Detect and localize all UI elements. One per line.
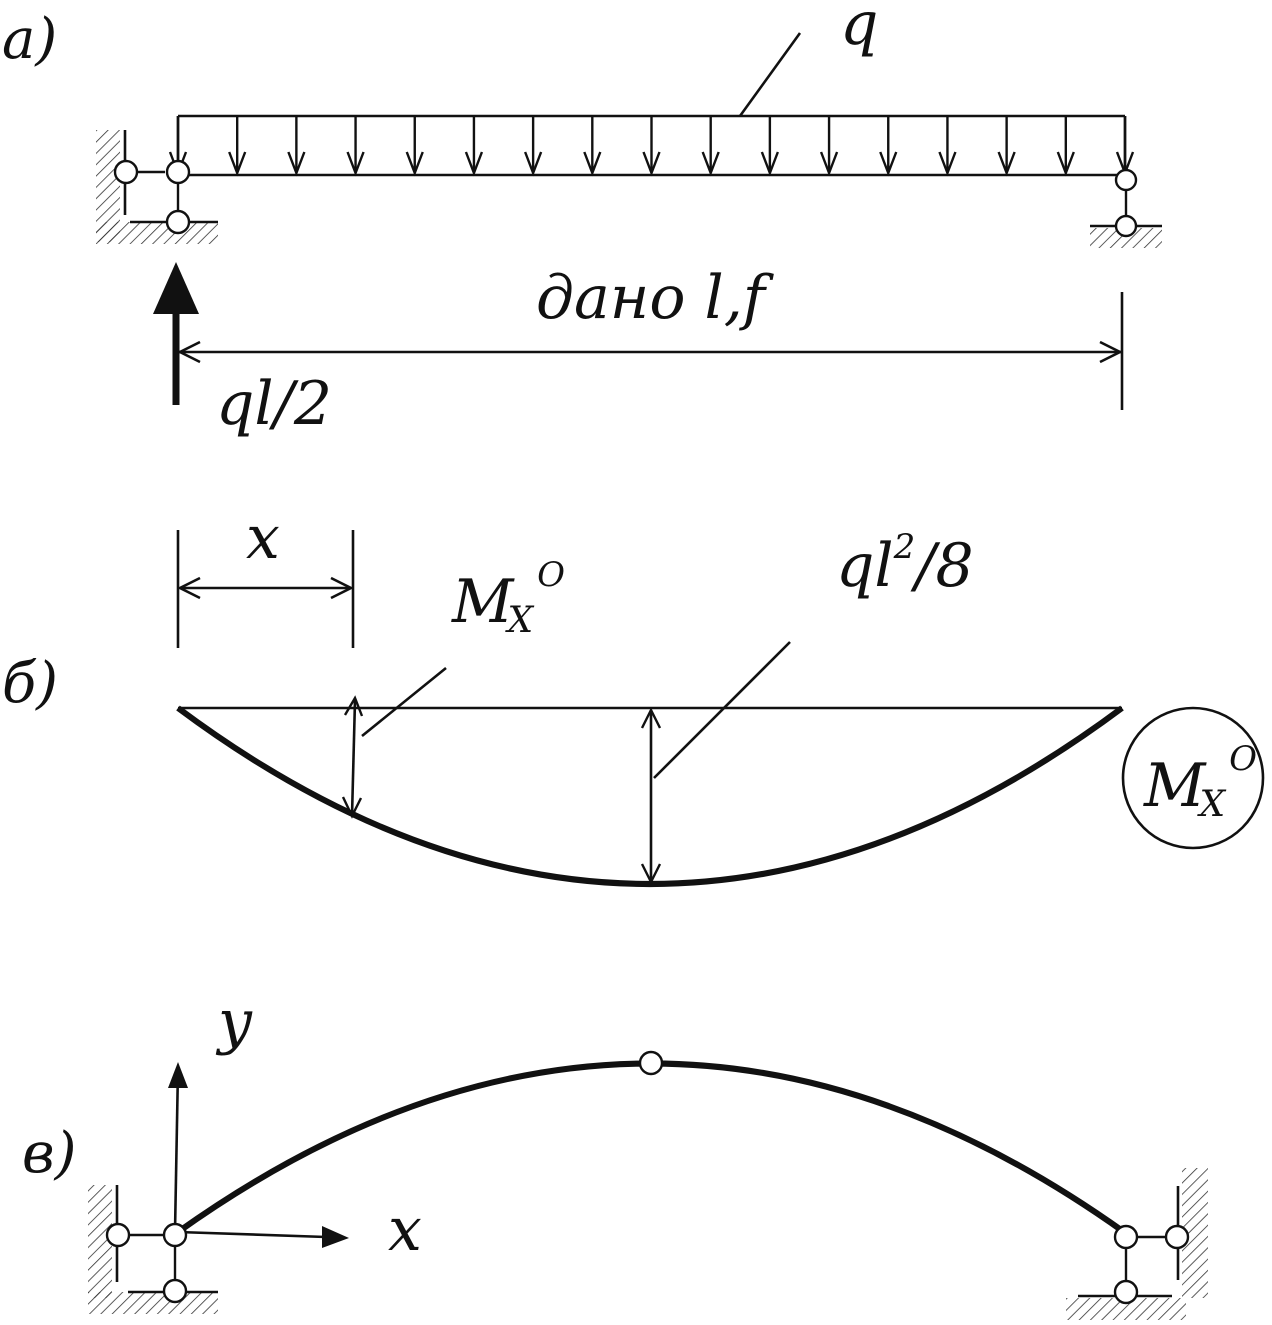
moment-sub: X — [504, 600, 534, 641]
load-arrows — [168, 116, 1135, 177]
load-arrow — [464, 116, 484, 177]
x-axis-label: x — [388, 1195, 422, 1265]
panel-a-label: а) — [2, 7, 57, 72]
moment-ordinate-max: ql2/8 — [640, 527, 974, 885]
left-pin-support — [96, 130, 218, 244]
load-arrow — [701, 116, 720, 177]
right-roller-support — [1090, 168, 1162, 248]
circle-label: MXO — [1143, 739, 1257, 825]
span-dimension: дано l,f — [177, 263, 1124, 410]
load-arrow — [583, 116, 602, 177]
load-arrow — [1115, 116, 1135, 177]
left-arch-support — [88, 1185, 218, 1314]
load-arrow — [405, 116, 424, 177]
load-arrow — [346, 116, 365, 177]
load-arrow — [879, 116, 898, 177]
load-leader-line — [738, 32, 802, 117]
circle-main: M — [1143, 751, 1207, 821]
load-arrow — [938, 116, 957, 177]
crown-hinge — [638, 1050, 664, 1076]
moment-parabola — [176, 705, 1124, 887]
panel-a: а) q — [2, 0, 1162, 439]
panel-b-label: б) — [2, 651, 58, 716]
right-arch-support — [1066, 1168, 1208, 1320]
load-arrow — [287, 116, 306, 177]
x-dimension: x — [176, 503, 355, 648]
load-arrow — [228, 116, 247, 177]
load-arrow — [819, 116, 839, 177]
reaction-label: ql/2 — [216, 369, 332, 439]
moment-main: M — [451, 567, 515, 637]
max-base: ql — [836, 531, 894, 601]
coordinate-axes: y x — [168, 987, 422, 1265]
load-arrow — [524, 116, 543, 177]
x-label: x — [246, 503, 280, 573]
distributed-load: q — [168, 0, 1135, 177]
panel-c-label: в) — [22, 1121, 76, 1186]
max-tail: /8 — [910, 531, 973, 601]
load-arrow — [760, 116, 779, 177]
panel-b: б) x MXO ql2/8 — [2, 503, 1265, 887]
load-arrow — [1056, 116, 1075, 177]
moment-x-label: MXO — [451, 555, 565, 641]
circle-sub: X — [1196, 784, 1226, 825]
panel-c: в) y x — [22, 987, 1208, 1320]
y-axis-label: y — [215, 987, 253, 1057]
given-label: дано l,f — [536, 263, 775, 333]
diagram-name-circle: MXO — [1121, 706, 1265, 850]
circle-sup: O — [1229, 739, 1257, 779]
max-exp: 2 — [893, 527, 916, 567]
reaction-arrow: ql/2 — [153, 262, 332, 439]
load-label: q — [840, 0, 878, 59]
load-arrow — [642, 116, 661, 177]
arch-curve — [176, 1060, 1126, 1235]
max-moment-label: ql2/8 — [836, 527, 974, 601]
moment-ordinate-x: MXO — [341, 555, 565, 819]
moment-sup: O — [537, 555, 565, 595]
load-arrow — [997, 116, 1016, 177]
